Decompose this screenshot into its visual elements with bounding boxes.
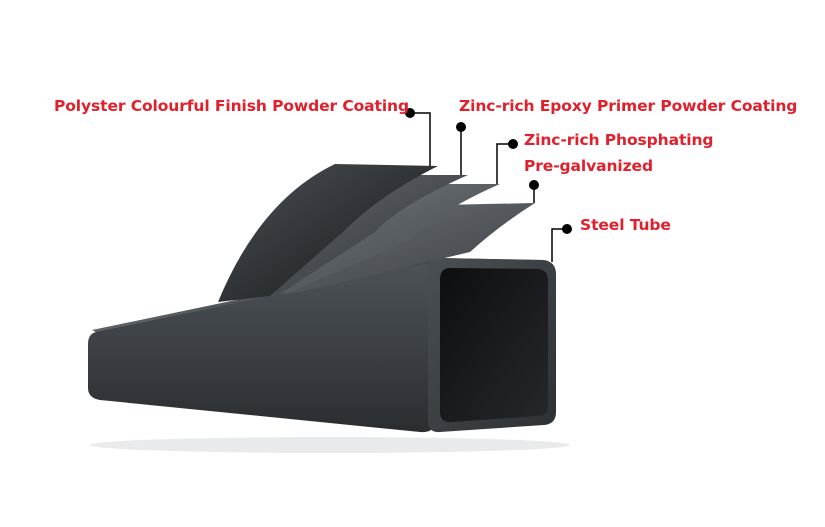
tube-shadow [90,437,570,453]
dot-epoxy [456,122,466,132]
dot-phosphating [508,139,518,149]
sheet-polyester [218,164,438,302]
dot-steel-tube [562,224,572,234]
label-steel-tube: Steel Tube [580,216,671,234]
tube-front-face [88,263,434,433]
label-pre-galvanized: Pre-galvanized [524,157,653,175]
label-zinc-phosphating: Zinc-rich Phosphating [524,131,714,149]
leader-steel-tube [551,228,567,262]
leader-phosphating [496,143,513,184]
label-polyester-finish: Polyster Colourful Finish Powder Coating [54,97,409,115]
leader-polyester [410,112,431,166]
tube-hollow [440,268,548,423]
leader-dots [405,108,572,234]
label-epoxy-primer: Zinc-rich Epoxy Primer Powder Coating [459,97,798,115]
coating-sheets [218,164,535,302]
dot-pregalvanized [529,180,539,190]
dot-polyester [405,108,415,118]
steel-tube [88,258,570,453]
